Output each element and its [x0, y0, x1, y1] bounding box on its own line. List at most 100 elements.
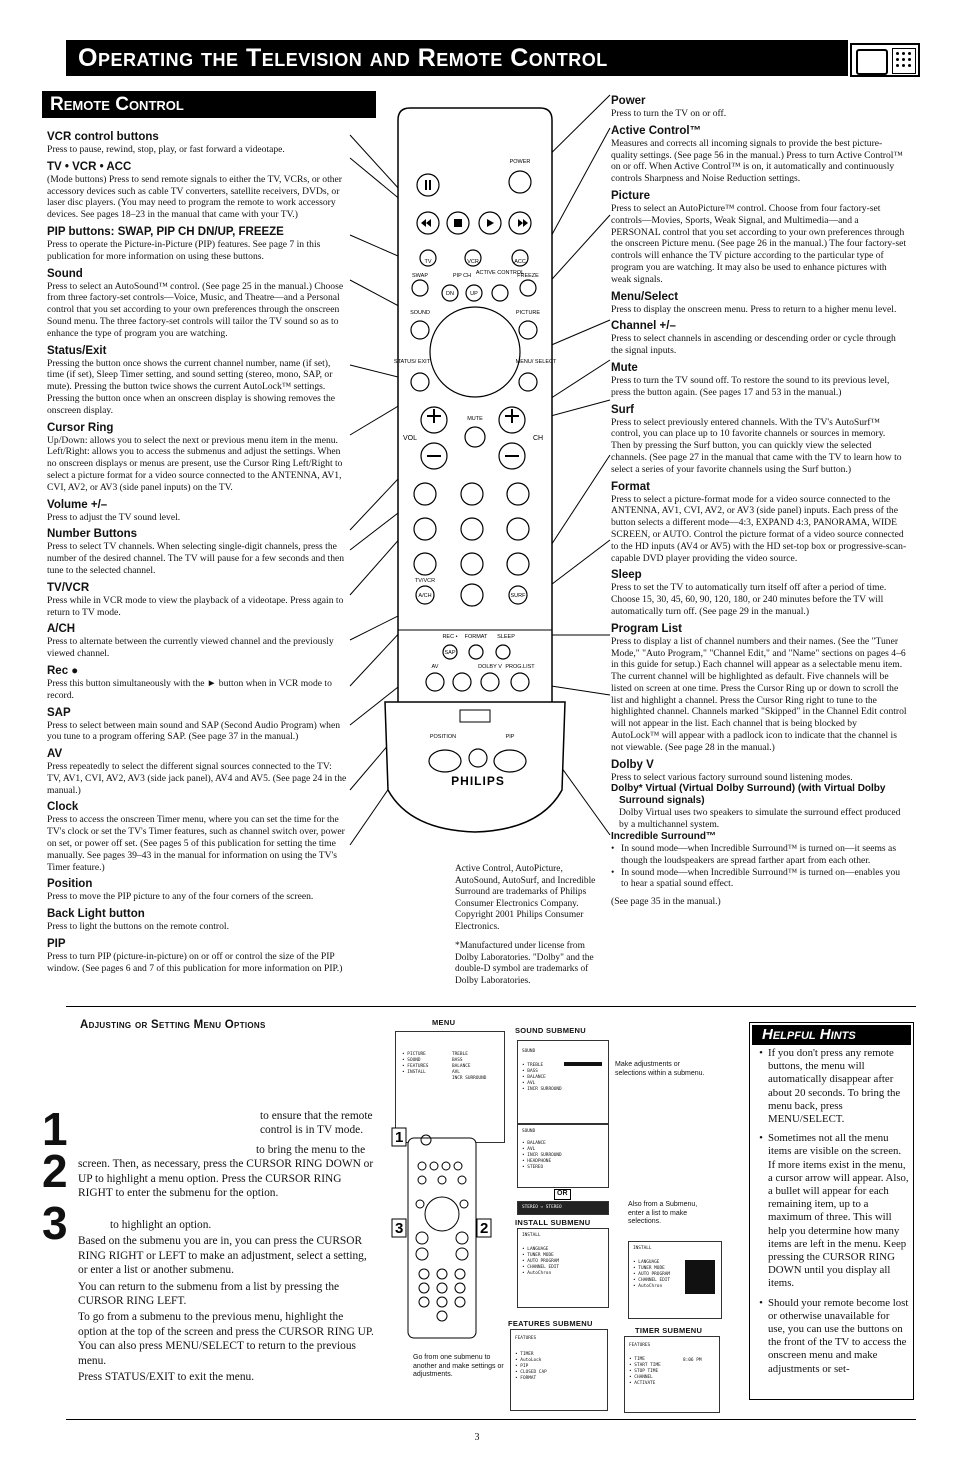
left_items-title-0: VCR control buttons	[47, 131, 159, 143]
left_items-title-13: Clock	[47, 801, 79, 814]
left_items-title-12: AV	[47, 748, 63, 761]
svg-text:1: 1	[395, 1129, 403, 1146]
note-adjust: Make adjustments or selections within a …	[615, 1061, 705, 1077]
left_items-title-4: Status/Exit	[47, 344, 107, 357]
hints-title: Helpful Hints	[752, 1025, 911, 1045]
left_items-title-2: PIP buttons: SWAP, PIP CH DN/UP, FREEZE	[47, 225, 284, 238]
stereo-option: STEREO ⇔ STEREO	[517, 1201, 609, 1215]
sound-submenu-label: SOUND SUBMENU	[515, 1026, 586, 1035]
left_items-title-11: SAP	[47, 706, 71, 719]
menu-diagram: MENU SOUND SUBMENU • PICTURE• SOUND• FEA…	[380, 1016, 740, 1414]
left_items-title-7: Number Buttons	[47, 528, 138, 541]
hint-item: •Sometimes not all the menu items are vi…	[759, 1132, 909, 1290]
menu-item: • TIMER	[515, 1352, 534, 1357]
menu-item: • AutoChron	[522, 1271, 552, 1276]
svg-text:FREEZE: FREEZE	[517, 273, 539, 279]
left_items-title-10: Rec ●	[47, 664, 79, 677]
small-remote-image: 1 3 2	[391, 1127, 492, 1339]
menu-item: • AutoChron	[633, 1284, 663, 1289]
svg-text:TV: TV	[424, 259, 431, 265]
left_items-body-15: Press to light the buttons on the remote…	[47, 921, 229, 933]
right_items-body-0: Press to turn the TV on or off.	[611, 108, 727, 119]
svg-text:DOLBY V: DOLBY V	[478, 664, 502, 670]
svg-text:DN: DN	[446, 291, 454, 297]
left_items-title-8: TV/VCR	[47, 581, 90, 594]
svg-text:PROG.LIST: PROG.LIST	[505, 664, 535, 670]
divider-bottom	[66, 1419, 916, 1420]
hint-item: •Should your remote become lost or other…	[759, 1296, 909, 1375]
svg-text:TV/VCR: TV/VCR	[415, 578, 435, 584]
menu-item: • INSTALL	[402, 1070, 426, 1075]
svg-text:3: 3	[395, 1220, 403, 1237]
menu-item: BASS	[452, 1058, 463, 1063]
menu-item: • BALANCE	[522, 1141, 546, 1146]
note-list: Also from a Submenu, enter a list to mak…	[628, 1201, 698, 1225]
right_items-title-2: Picture	[611, 189, 650, 202]
menu-item: • TREBLE	[522, 1063, 544, 1068]
right_items-title-5: Mute	[611, 361, 638, 374]
left_items-body-1: (Mode buttons) Press to send remote sign…	[47, 173, 342, 221]
left_items-title-9: A/CH	[47, 623, 76, 636]
right_items-body-3: Press to display the onscreen menu. Pres…	[611, 303, 897, 315]
dolby-see: (See page 35 in the manual.)	[611, 896, 721, 908]
menu-item: • AVL	[522, 1147, 536, 1152]
menu-item: • AUTO PROGRAM	[522, 1259, 560, 1264]
svg-text:SWAP: SWAP	[412, 273, 428, 279]
right_items-body-7: Press to select a picture-format mode fo…	[611, 493, 907, 564]
menu-item: • STOP TIME	[629, 1369, 659, 1374]
menu-item: • PIP	[515, 1364, 529, 1369]
features-menu-screen: FEATURES • TIMER• AutoLock• PIP• CLOSED …	[510, 1329, 608, 1411]
menu-item: INCR SURROUND	[452, 1076, 487, 1081]
svg-text:2: 2	[480, 1220, 488, 1237]
menu-item: • AUTO PROGRAM	[633, 1272, 671, 1277]
right_items-body-6: Press to select previously entered chann…	[611, 416, 902, 475]
right_items-title-9: Program List	[611, 622, 682, 635]
left_items-title-16: PIP	[47, 938, 66, 951]
menu-item: • BALANCE	[522, 1075, 546, 1080]
svg-text:PHILIPS: PHILIPS	[451, 774, 505, 788]
timer-menu-screen: FEATURES • TIME• START TIME• STOP TIME• …	[624, 1336, 720, 1413]
right_items-body-9: Press to display a list of channel numbe…	[611, 635, 907, 753]
left_items-body-8: Press while in VCR mode to view the play…	[47, 594, 344, 618]
svg-text:STATUS/ EXIT: STATUS/ EXIT	[394, 359, 431, 365]
svg-text:SURF: SURF	[511, 593, 527, 599]
menu-item: • TUNER MODE	[633, 1266, 665, 1271]
svg-text:ACTIVE CONTROL: ACTIVE CONTROL	[476, 270, 524, 276]
svg-text:REC •: REC •	[442, 634, 457, 640]
svg-text:A/CH: A/CH	[418, 593, 431, 599]
remote-label-power: POWER	[510, 159, 531, 165]
right_items-title-10: Dolby V	[611, 758, 654, 771]
menu-item: • CLOSED CAP	[515, 1370, 547, 1375]
left_items-body-0: Press to pause, rewind, stop, play, or f…	[47, 144, 285, 155]
install-menu-screen-1: INSTALL • LANGUAGE• TUNER MODE• AUTO PRO…	[517, 1228, 609, 1308]
svg-text:AV: AV	[432, 664, 439, 670]
svg-text:UP: UP	[470, 291, 478, 297]
right_items-title-0: Power	[611, 95, 646, 107]
menu-item: TREBLE	[452, 1052, 468, 1057]
left_items-title-1: TV • VCR • ACC	[47, 160, 132, 173]
step-2-text: to bring the menu to the screen. Then, a…	[78, 1144, 374, 1200]
svg-text:VOL: VOL	[403, 435, 417, 442]
trademark-note: Active Control, AutoPicture, AutoSound, …	[455, 864, 596, 986]
or-label: OR	[554, 1189, 571, 1200]
left_items-body-6: Press to adjust the TV sound level.	[47, 511, 181, 523]
right_items-title-4: Channel +/–	[611, 320, 676, 333]
left_items-body-4: Pressing the button once shows the curre…	[47, 357, 336, 416]
section-title: Remote Control	[42, 91, 376, 118]
page-title: Operating the Television and Remote Cont…	[66, 40, 848, 76]
helpful-hints-box: Helpful Hints •If you don't press any re…	[749, 1022, 914, 1400]
left_items-body-12: Press repeatedly to select the different…	[47, 761, 347, 796]
left_items-body-14: Press to move the PIP picture to any of …	[47, 891, 314, 903]
dolby-sub1: Dolby* Virtual (Virtual Dolby Surround) …	[611, 783, 886, 807]
install-menu-screen-2: INSTALL • LANGUAGE• TUNER MODE• AUTO PRO…	[628, 1241, 722, 1319]
svg-text:VCR: VCR	[467, 259, 479, 265]
step-3-text: to highlight an option. Based on the sub…	[78, 1219, 374, 1384]
step-1-text: to ensure that the remote control is in …	[260, 1110, 373, 1137]
svg-text:SOUND: SOUND	[410, 310, 430, 316]
svg-text:ACC: ACC	[514, 259, 526, 265]
dolby-bullet2: •In sound mode—when Incredible Surround™…	[611, 866, 901, 890]
menu-item: • CHANNEL EDIT	[633, 1278, 671, 1283]
left_items-title-6: Volume +/–	[47, 498, 108, 511]
menu-item: • AVL	[522, 1081, 536, 1086]
